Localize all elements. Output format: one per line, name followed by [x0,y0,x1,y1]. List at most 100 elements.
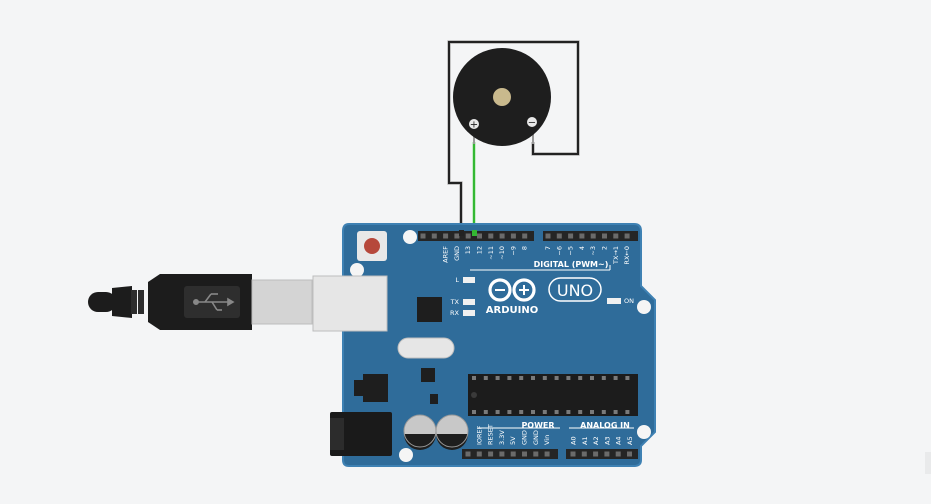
digital-pin-label: GND [453,246,461,261]
analog-pin-socket[interactable] [604,451,610,457]
analog-pin-socket[interactable] [627,451,632,457]
reset-button[interactable] [357,231,387,261]
power-pin-header[interactable] [462,449,558,459]
arduino-brand-text: ARDUINO [486,305,538,316]
dc-power-jack [330,412,392,456]
usb-symbol-icon [193,293,235,311]
analog-pin-label: A5 [626,436,634,445]
digital-pin-socket[interactable] [431,233,437,239]
chip-pin [495,376,500,380]
power-pin-socket[interactable] [488,451,494,457]
chip-pin [601,376,606,380]
chip-pin [472,376,476,380]
power-pin-socket[interactable] [499,451,505,457]
digital-pin-socket[interactable] [545,233,551,239]
analog-pin-label: A0 [570,436,578,445]
small-component [430,394,438,404]
power-pin-socket[interactable] [522,451,527,457]
power-header-label: POWER [521,421,554,430]
digital-pin-socket[interactable] [568,233,574,239]
analog-pin-socket[interactable] [570,451,576,457]
analog-pin-label: A1 [581,436,589,445]
analog-pin-socket[interactable] [593,451,599,457]
digital-pin-socket[interactable] [454,233,460,239]
digital-pin-label: 12 [476,246,484,254]
led-rx [463,310,475,316]
power-pin-socket[interactable] [510,451,516,457]
digital-pin-header[interactable] [418,231,638,241]
buzzer-negative-terminal[interactable] [527,117,537,127]
digital-pin-label: ~6 [555,246,563,256]
mounting-hole [350,263,364,277]
digital-pin-socket[interactable] [522,233,528,239]
chip-pin [613,376,618,380]
digital-pin-socket[interactable] [602,233,607,239]
mounting-hole [637,425,651,439]
led-tx-label: TX [450,298,460,306]
power-pin-socket[interactable] [476,451,482,457]
piezo-buzzer[interactable]: + − [453,48,551,146]
digital-pin-label: ~3 [589,246,597,256]
wire-buzzer-negative-to-gnd[interactable] [447,40,580,232]
digital-pin-socket[interactable] [624,233,630,239]
usb-cable-wire [88,292,116,312]
chip-pin [531,376,535,380]
digital-pin-socket[interactable] [510,233,516,239]
buzzer-positive-terminal[interactable] [469,119,479,129]
chip-pin [483,410,488,414]
digital-pin-label: ~5 [567,246,575,256]
led-l [463,277,475,283]
digital-pin-label: RX←0 [623,246,631,265]
chip-pin [519,410,524,414]
chip-pin [542,376,547,380]
canvas-edge-tab[interactable] [925,452,931,474]
power-pin-socket[interactable] [533,451,539,457]
digital-pin-label: 13 [464,246,472,254]
led-on-label: ON [624,297,634,305]
power-pin-label: 3.3V [498,430,506,445]
digital-pin-socket[interactable] [499,233,505,239]
usb-strain-ring [138,290,144,314]
chip-pin [625,410,630,414]
digital-pin-label: ~11 [487,246,495,260]
digital-pin-socket[interactable] [556,233,562,239]
chip-pin [507,376,512,380]
usb-cable[interactable] [88,274,313,330]
digital-header-label: DIGITAL (PWM~) [534,260,609,269]
digital-pin-socket[interactable] [477,233,482,239]
power-pin-socket[interactable] [465,451,471,457]
power-pin-label: 5V [509,436,517,445]
chip-pin [472,410,476,414]
digital-pin-socket[interactable] [443,233,449,239]
chip-pin [625,376,630,380]
header-block-right [543,231,638,241]
arduino-infinity-logo [488,278,536,302]
chip-pin [613,410,618,414]
digital-pin-socket[interactable] [488,233,494,239]
digital-pin-label: 8 [521,246,529,250]
power-pin-socket[interactable] [544,451,550,457]
chip-pin [542,410,547,414]
chip-pin [601,410,606,414]
analog-pin-socket[interactable] [615,451,621,457]
usb-b-socket [312,275,388,332]
analog-pin-header[interactable] [566,449,638,459]
digital-pin-socket[interactable] [590,233,596,239]
digital-pin-socket[interactable] [465,233,471,239]
power-header-block [462,449,558,459]
digital-pin-socket[interactable] [613,233,619,239]
analog-pin-socket[interactable] [581,451,587,457]
digital-pin-socket[interactable] [579,233,585,239]
chip-pin [578,376,583,380]
usb-strain-relief [112,286,132,318]
analog-pin-label: A3 [603,436,611,445]
analog-header-label: ANALOG IN [580,421,630,430]
chip-pin [566,376,571,380]
digital-pin-socket[interactable] [420,233,426,239]
chip-pin [578,410,583,414]
digital-pin-label: 2 [601,246,609,250]
chip-pin [554,410,559,414]
chip-pin [495,410,500,414]
